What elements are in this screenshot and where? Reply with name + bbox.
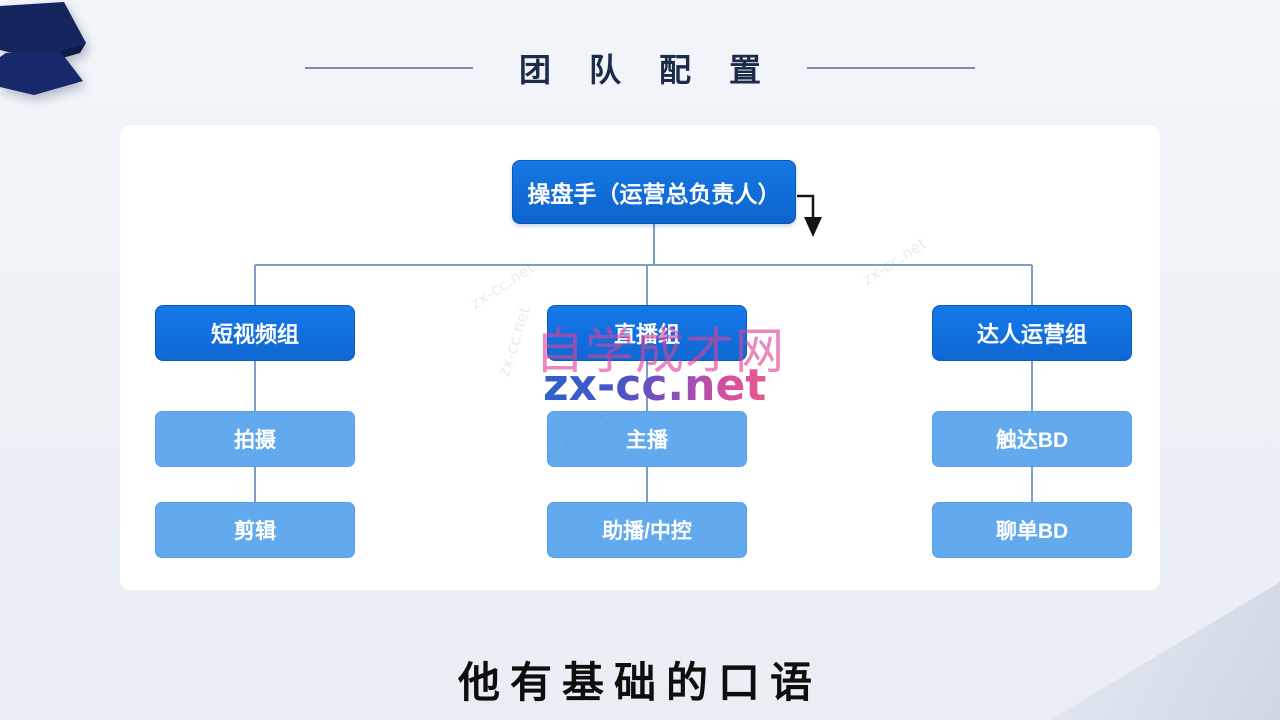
org-node-editing: 剪辑 [155, 502, 355, 558]
org-node-group-influencer: 达人运营组 [932, 305, 1132, 361]
org-chart-card: 操盘手（运营总负责人） 短视频组 直播组 达人运营组 拍摄 剪辑 主播 助播/中… [120, 125, 1160, 590]
corner-ribbon-decoration [0, 2, 86, 95]
title-rule-left [304, 67, 473, 69]
org-node-chat-bd: 聊单BD [932, 502, 1132, 558]
page-title: 团队配置 [518, 52, 799, 88]
org-node-reach-bd: 触达BD [932, 411, 1132, 467]
org-node-group-short-video: 短视频组 [155, 305, 355, 361]
org-node-host: 主播 [547, 411, 747, 467]
org-node-group-livestream: 直播组 [547, 305, 747, 361]
org-node-root: 操盘手（运营总负责人） [512, 160, 796, 224]
org-chart-connectors [254, 194, 1033, 502]
org-node-shooting: 拍摄 [155, 411, 355, 467]
video-subtitle: 他有基础的口语 [457, 661, 822, 707]
org-node-assistant: 助播/中控 [547, 502, 747, 558]
annotation-arrow-icon [797, 194, 822, 237]
title-rule-right [807, 67, 975, 69]
slide-header: 团队配置 [0, 46, 1280, 90]
